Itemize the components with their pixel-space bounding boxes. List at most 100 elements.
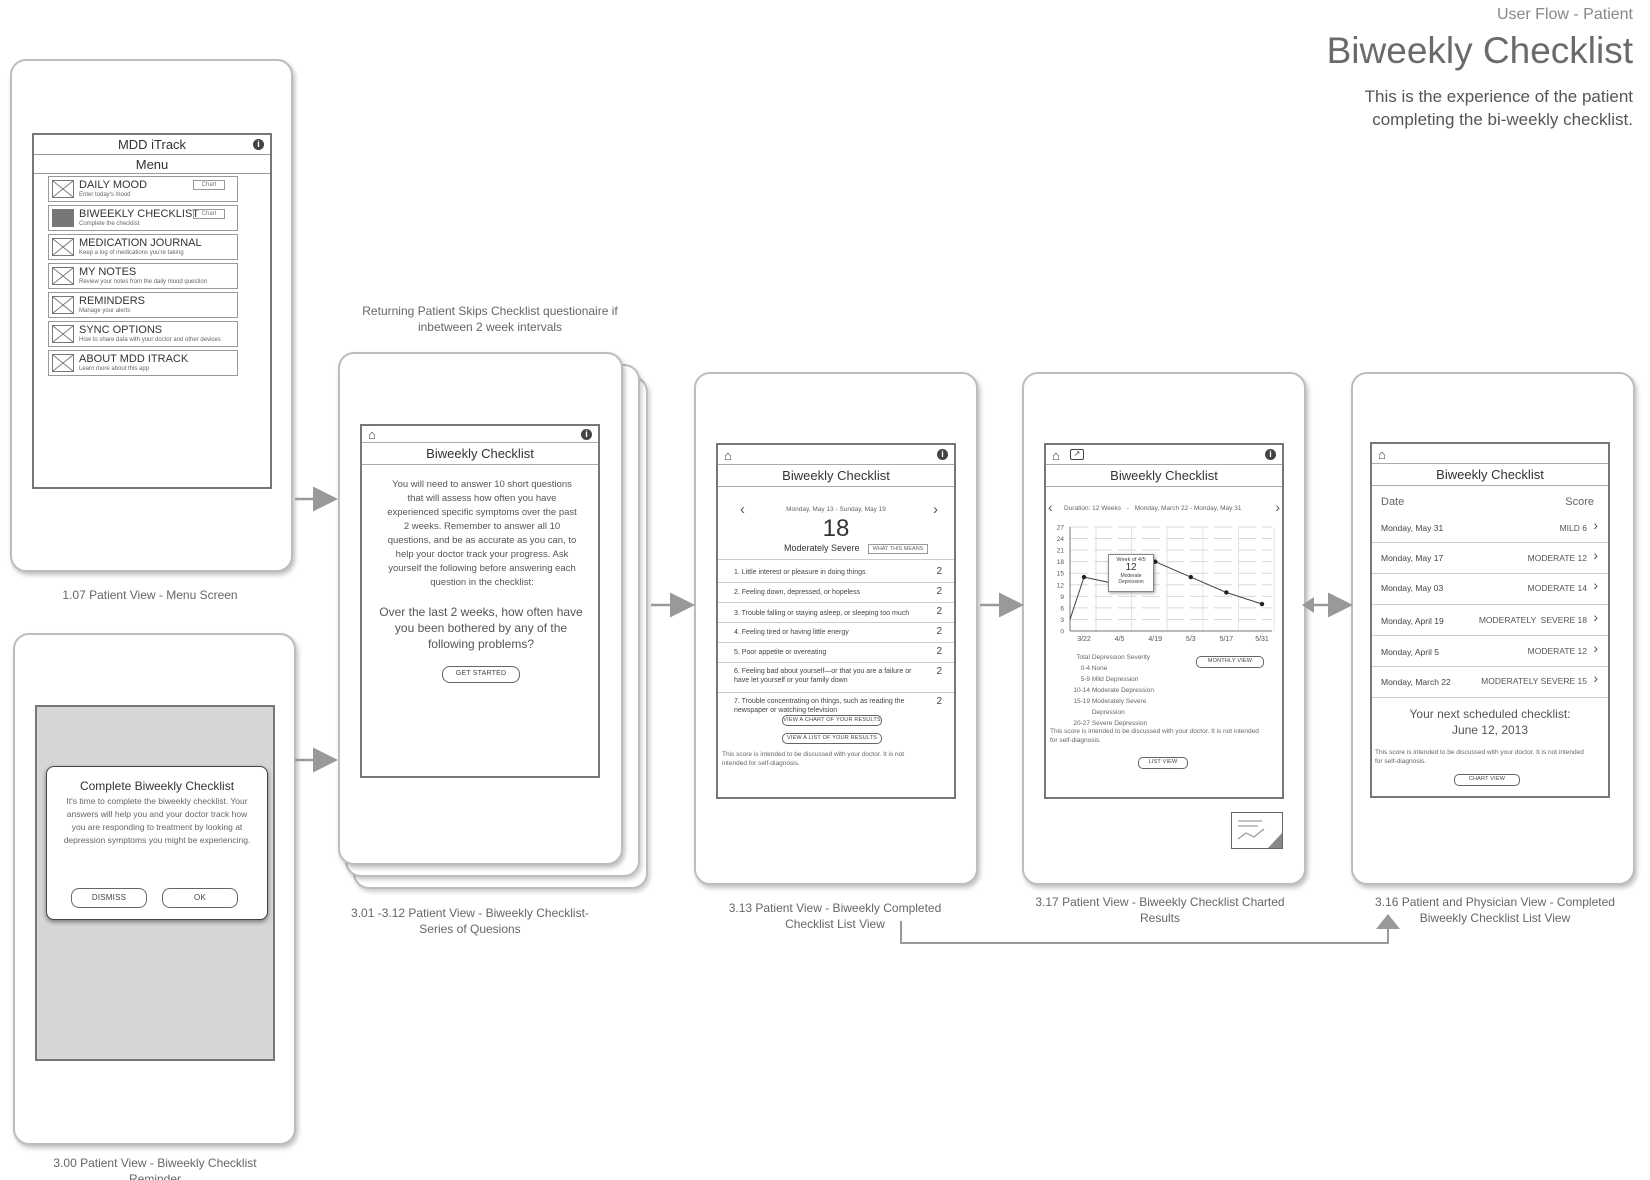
- list-view-button[interactable]: LIST VIEW: [1138, 757, 1188, 769]
- next-arrow-icon[interactable]: ›: [933, 501, 938, 518]
- chart-screen: ⌂ ↗ i Biweekly Checklist ‹ Duration: 12 …: [1044, 443, 1284, 799]
- next-arrow-icon[interactable]: ›: [1275, 499, 1280, 515]
- chart-button[interactable]: Chart: [193, 209, 225, 219]
- x-tick-label: 4/19: [1148, 636, 1162, 643]
- view-list-button[interactable]: VIEW A LIST OF YOUR RESULTS: [782, 733, 882, 744]
- result-row[interactable]: Monday, May 31 MILD 6 ›: [1372, 512, 1608, 543]
- device-list: ⌂ Biweekly Checklist Date Score Monday, …: [1351, 372, 1635, 885]
- what-this-means-button[interactable]: WHAT THIS MEANS: [868, 544, 928, 554]
- share-icon[interactable]: ↗: [1070, 449, 1084, 460]
- home-icon[interactable]: ⌂: [724, 448, 732, 463]
- chart-view-button[interactable]: CHART VIEW: [1454, 774, 1520, 786]
- info-icon[interactable]: i: [937, 449, 948, 460]
- result-score: MILD 6: [1559, 523, 1587, 533]
- data-point: [1259, 601, 1265, 607]
- result-score: MODERATE 12: [1527, 553, 1587, 563]
- menu-item-reminders[interactable]: REMINDERS Manage your alerts: [48, 292, 238, 318]
- chevron-right-icon: ›: [1593, 547, 1598, 563]
- menu-item-medication-journal[interactable]: MEDICATION JOURNAL Keep a log of medicat…: [48, 234, 238, 260]
- tooltip-line1: Moderate: [1120, 573, 1142, 579]
- legend-range: 20-27: [1073, 720, 1090, 727]
- list-caption-line2: Biweekly Checklist List View: [1419, 911, 1571, 925]
- list-screen: ⌂ Biweekly Checklist Date Score Monday, …: [1370, 442, 1610, 798]
- menu-item-title: REMINDERS: [79, 295, 146, 307]
- next-checklist-label: Your next scheduled checklist:: [1409, 707, 1571, 721]
- menu-item-title: MY NOTES: [79, 266, 137, 278]
- monthly-view-button[interactable]: MONTHLY VIEW: [1196, 656, 1264, 668]
- score-header: Score: [1565, 496, 1594, 508]
- legend-label: Moderate Depression: [1091, 687, 1154, 694]
- chevron-right-icon: ›: [1593, 517, 1598, 533]
- question-text: 5. Poor appetite or overeating: [734, 649, 827, 656]
- info-icon[interactable]: i: [1265, 449, 1276, 460]
- questions-caption-line2: Series of Quesions: [419, 922, 521, 936]
- date-range: Monday, May 13 - Sunday, May 19: [786, 506, 886, 513]
- skip-note-line1: Returning Patient Skips Checklist questi…: [362, 304, 618, 318]
- dialog-title: Complete Biweekly Checklist: [79, 779, 235, 793]
- menu-item-title: SYNC OPTIONS: [79, 324, 163, 336]
- chart-caption-line2: Results: [1139, 911, 1180, 925]
- result-row[interactable]: Monday, May 03 MODERATE 14 ›: [1372, 574, 1608, 605]
- dismiss-button[interactable]: DISMISS: [71, 888, 147, 908]
- prev-arrow-icon[interactable]: ‹: [1048, 499, 1053, 515]
- home-icon[interactable]: ⌂: [1378, 447, 1386, 462]
- data-point: [1224, 590, 1229, 595]
- result-row[interactable]: Monday, April 19 MODERATELY SEVERE 18 ›: [1372, 605, 1608, 636]
- result-row[interactable]: Monday, April 5 MODERATE 12 ›: [1372, 636, 1608, 667]
- page-title: Biweekly Checklist: [1326, 30, 1633, 71]
- list-caption-line1: 3.16 Patient and Physician View - Comple…: [1375, 895, 1615, 909]
- menu-item-subtitle: Review your notes from the daily mood qu…: [79, 279, 208, 285]
- tooltip-line2: Depression: [1118, 579, 1144, 585]
- reminder-caption-line2: Reminder: [128, 1172, 182, 1180]
- severity-label: Moderately Severe: [784, 543, 860, 553]
- ok-button[interactable]: OK: [162, 888, 238, 908]
- question-score: 2: [936, 606, 942, 617]
- question-score: 2: [936, 626, 942, 637]
- menu-item-my-notes[interactable]: MY NOTES Review your notes from the dail…: [48, 263, 238, 289]
- question-text: 7. Trouble concentrating on things, such…: [734, 698, 905, 714]
- home-icon[interactable]: ⌂: [368, 427, 376, 442]
- menu-label: Menu: [34, 155, 270, 174]
- question-text: 6. Feeling bad about yourself—or that yo…: [734, 668, 912, 684]
- print-report-icon[interactable]: [1231, 812, 1283, 849]
- x-tick-label: 3/22: [1077, 636, 1091, 643]
- get-started-button[interactable]: GET STARTED: [442, 666, 520, 683]
- disclaimer: This score is intended to be discussed w…: [722, 751, 905, 767]
- result-score: MODERATELY SEVERE 15: [1481, 676, 1587, 686]
- question-row: 1. Little interest or pleasure in doing …: [718, 563, 954, 583]
- result-row[interactable]: Monday, March 22 MODERATELY SEVERE 15 ›: [1372, 667, 1608, 698]
- questions-caption-line1: 3.01 -3.12 Patient View - Biweekly Check…: [351, 906, 589, 920]
- question-score: 2: [936, 696, 942, 707]
- legend-range: 0-4: [1080, 665, 1090, 672]
- severity-legend: Total Depression Severity 0-4 None 5-9 M…: [1072, 652, 1154, 729]
- question-row: 4. Feeling tired or having little energy…: [718, 623, 954, 643]
- chart-caption-line1: 3.17 Patient View - Biweekly Checklist C…: [1035, 895, 1285, 909]
- question-text: 4. Feeling tired or having little energy: [734, 629, 849, 636]
- chart-button[interactable]: Chart: [193, 180, 225, 190]
- prev-arrow-icon[interactable]: ‹: [740, 501, 745, 518]
- result-date: Monday, April 5: [1381, 647, 1439, 657]
- home-icon[interactable]: ⌂: [1052, 448, 1060, 463]
- menu-item-about[interactable]: ABOUT MDD ITRACK Learn more about this a…: [48, 350, 238, 376]
- menu-item-sync-options[interactable]: SYNC OPTIONS How to share data with your…: [48, 321, 238, 347]
- completed-screen: ⌂ i Biweekly Checklist ‹ Monday, May 13 …: [716, 443, 956, 799]
- question-score: 2: [936, 586, 942, 597]
- legend-header-severity: Depression Severity: [1091, 654, 1150, 661]
- result-date: Monday, May 31: [1381, 523, 1444, 533]
- tooltip-value: 12: [1125, 562, 1137, 573]
- question-row: 7. Trouble concentrating on things, such…: [718, 693, 954, 743]
- menu-item-daily-mood[interactable]: DAILY MOOD Enter today's mood Chart: [48, 176, 238, 202]
- view-chart-button[interactable]: VIEW A CHART OF YOUR RESULTS: [782, 715, 882, 726]
- info-icon[interactable]: i: [581, 429, 592, 440]
- question-row: 2. Feeling down, depressed, or hopeless …: [718, 583, 954, 603]
- menu-item-title: ABOUT MDD ITRACK: [79, 353, 189, 365]
- result-score: MODERATELY SEVERE 18: [1478, 615, 1587, 625]
- result-row[interactable]: Monday, May 17 MODERATE 12 ›: [1372, 543, 1608, 574]
- info-icon[interactable]: i: [253, 139, 264, 150]
- menu-item-biweekly-checklist[interactable]: BIWEEKLY CHECKLIST Complete the checklis…: [48, 205, 238, 231]
- image-placeholder-icon: [52, 180, 74, 198]
- device-questions: ⌂ i Biweekly Checklist You will need to …: [338, 352, 623, 865]
- legend-range: 15-19: [1073, 698, 1090, 705]
- image-placeholder-icon: [52, 267, 74, 285]
